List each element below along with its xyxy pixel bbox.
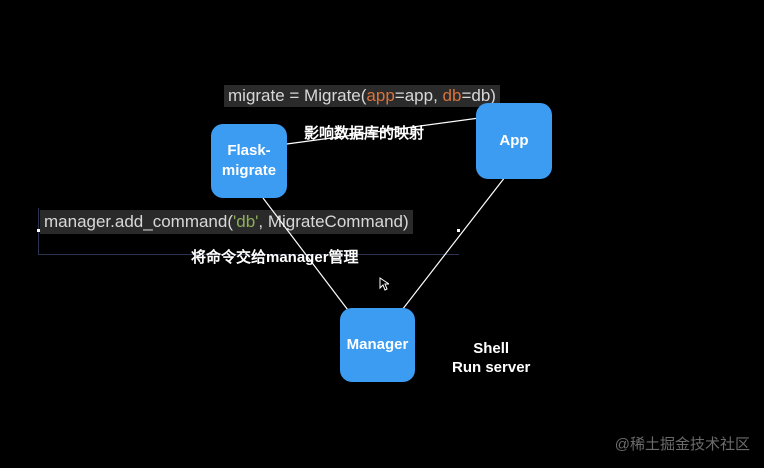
shell-label: Shell [473,340,510,357]
app-node: App [476,103,552,179]
migrate-code-app-keyword: app [366,86,395,105]
migrate-code-app-value: =app, [394,86,443,105]
migrate-code-db-keyword: db [442,86,462,105]
manager-code-prefix: manager.add_command( [44,212,234,231]
flask-migrate-node: Flask- migrate [211,124,287,198]
shell-runserver-label: Shell Run server [452,339,530,377]
manager-node: Manager [340,308,415,382]
arrow-flask-to-app [271,112,496,147]
selection-handle-right[interactable] [457,229,460,232]
run-server-label: Run server [452,359,531,376]
manager-label: 将命令交给manager管理 [191,249,359,266]
manager-code-db-string: 'db' [233,212,259,231]
watermark: @稀土掘金技术社区 [614,436,750,453]
migrate-code-line: migrate = Migrate(app=app, db=db) [224,85,500,107]
arrow-flask-to-manager [262,197,358,323]
migrate-code-prefix: migrate = Migrate( [228,86,367,105]
manager-code-suffix: , MigrateCommand) [258,212,409,231]
line-manager-to-app [384,167,513,333]
manager-code-line[interactable]: manager.add_command('db', MigrateCommand… [40,210,413,234]
migrate-code-db-value: =db) [461,86,496,105]
selection-handle-left[interactable] [37,229,40,232]
mapping-label: 影响数据库的映射 [304,125,425,142]
mouse-cursor-icon [379,277,389,291]
